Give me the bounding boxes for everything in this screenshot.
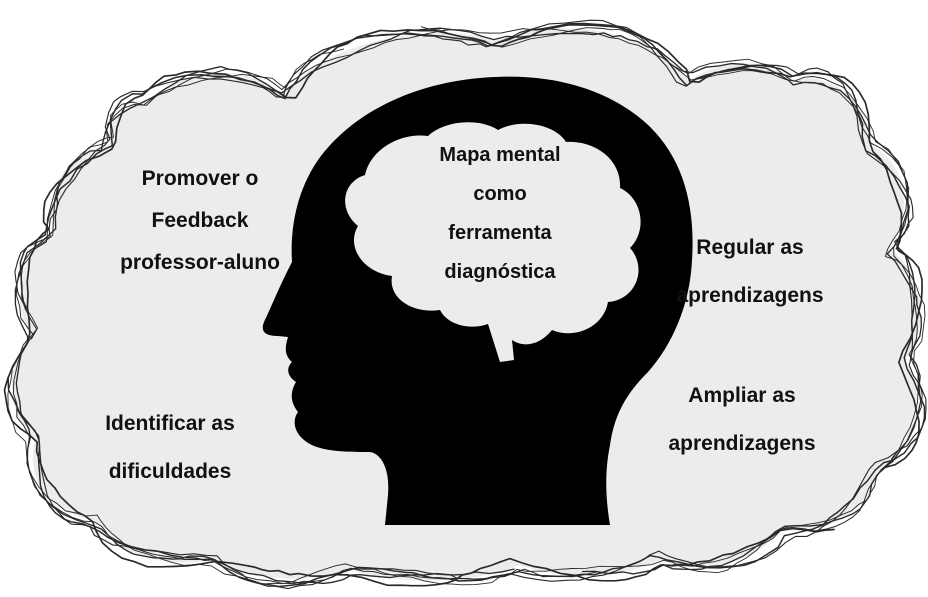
feedback-line-1: Promover o [141, 167, 259, 190]
central-line-3: ferramenta [448, 222, 552, 244]
feedback-line-2: Feedback [151, 209, 249, 232]
identificar-line-1: Identificar as [105, 412, 235, 435]
cloud-outline-strokes [3, 19, 927, 590]
cloud-outline-stroke [12, 28, 923, 585]
ampliar-line-1: Ampliar as [688, 384, 796, 407]
central-line-1: Mapa mental [439, 144, 561, 166]
node-ampliar-label: Ampliar as aprendizagens [652, 372, 832, 468]
node-feedback-label: Promover o Feedback professor-aluno [100, 158, 300, 284]
ampliar-line-2: aprendizagens [668, 432, 816, 455]
node-identificar-label: Identificar as dificuldades [80, 400, 260, 496]
identificar-line-2: dificuldades [108, 460, 232, 483]
cloud-outline-stroke [14, 19, 927, 590]
cloud-outline-stroke [3, 23, 923, 587]
central-concept-label: Mapa mental como ferramenta diagnóstica [410, 136, 590, 292]
regular-line-1: Regular as [696, 236, 804, 259]
regular-line-2: aprendizagens [676, 284, 824, 307]
brain-shape [345, 122, 641, 363]
central-line-4: diagnóstica [444, 261, 556, 283]
feedback-line-3: professor-aluno [120, 251, 280, 274]
central-line-2: como [473, 183, 527, 205]
cloud-outline-stroke [7, 22, 926, 588]
node-regular-label: Regular as aprendizagens [660, 224, 840, 320]
